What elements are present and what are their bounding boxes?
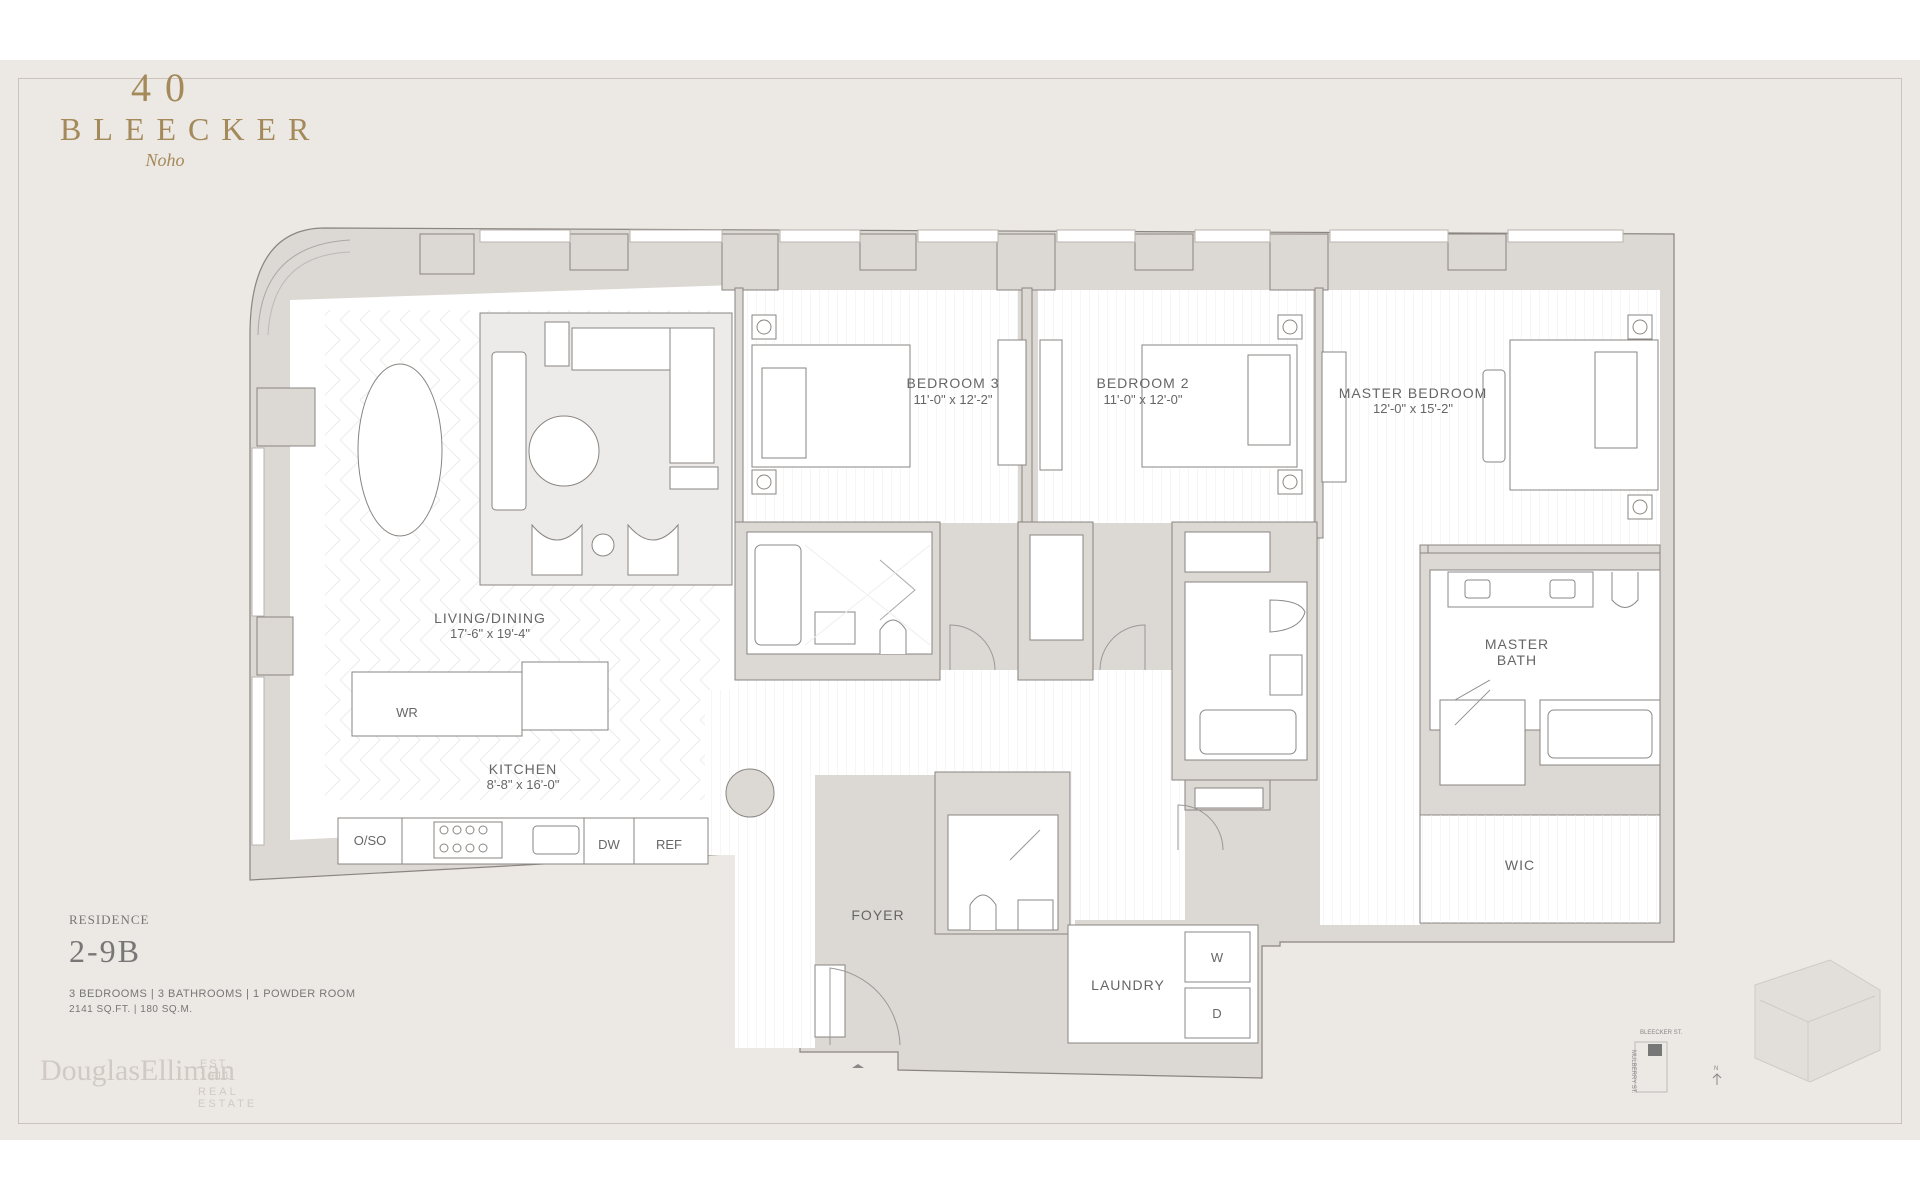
wine-fridge-label: WR	[396, 705, 418, 720]
keyplan-north: N	[1714, 1066, 1718, 1072]
wic-label: WIC	[1505, 857, 1535, 873]
brand-neighborhood: Noho	[145, 150, 185, 170]
toilet-icon	[879, 619, 907, 654]
window-piers	[256, 233, 1507, 676]
living-dims: 17'-6" x 19'-4"	[450, 626, 530, 641]
sink-icon	[1269, 654, 1303, 696]
sink-icon	[532, 825, 580, 855]
living-furniture	[351, 312, 775, 818]
bedroom3-name: BEDROOM 3	[906, 375, 999, 391]
living-name: LIVING/DINING	[434, 610, 546, 626]
windows	[251, 229, 1624, 846]
washer-label: W	[1211, 950, 1224, 965]
bathtub	[1199, 709, 1297, 755]
room-labels: BEDROOM 3 11'-0" x 12'-2" BEDROOM 2 11'-…	[434, 375, 1549, 993]
entry-arrow-icon	[852, 1064, 864, 1068]
master-bedroom-name: MASTER BEDROOM	[1339, 385, 1488, 401]
foyer-label: FOYER	[851, 907, 904, 923]
toilet-icon	[1611, 572, 1639, 608]
bedroom2-closet	[1017, 521, 1094, 681]
broker-est: EST. 1911	[200, 1058, 232, 1082]
residence-rooms-summary: 3 BEDROOMS | 3 BATHROOMS | 1 POWDER ROOM	[69, 988, 356, 1000]
building-sketch-icon	[1754, 959, 1881, 1083]
north-arrow-icon	[1712, 1073, 1722, 1085]
broker-sub: REAL ESTATE	[198, 1086, 258, 1110]
master-bath-label-2: BATH	[1497, 652, 1537, 668]
beds	[751, 339, 1659, 491]
key-plan: BLEECKER ST. MULBERRY ST. N	[1630, 1030, 1722, 1094]
fixture-labels: WR O/SO DW REF W D	[354, 705, 1224, 1021]
bedroom3-dims: 11'-0" x 12'-2"	[914, 392, 993, 407]
sink-icon	[814, 611, 856, 645]
bedroom3-bath	[734, 521, 941, 681]
dryer	[1184, 987, 1251, 1039]
living-bay-wall	[257, 239, 351, 336]
master-bedroom-dims: 12'-0" x 15'-2"	[1373, 401, 1453, 416]
kitchen-counter	[337, 817, 709, 865]
bedroom2-dims: 11'-0" x 12'-0"	[1104, 392, 1183, 407]
toilet-icon	[1269, 599, 1306, 633]
bathtub	[754, 544, 802, 646]
oven-label: O/SO	[354, 833, 387, 848]
bathtub	[1547, 709, 1653, 759]
toilet-icon	[969, 894, 997, 930]
laundry-room	[1067, 924, 1259, 1044]
master-hall-pattern	[1320, 545, 1420, 925]
laundry-label: LAUNDRY	[1091, 977, 1165, 993]
sheet-border	[18, 78, 1902, 1124]
master-bath-label-1: MASTER	[1485, 636, 1549, 652]
brand-number: 40	[131, 65, 199, 110]
residence-info: RESIDENCE 2-9B 3 BEDROOMS | 3 BATHROOMS …	[69, 912, 356, 1015]
door-swings	[949, 624, 1491, 861]
nightstands	[751, 314, 1653, 520]
cooktop	[433, 821, 503, 859]
keyplan-street-side: MULBERRY ST.	[1630, 1050, 1636, 1094]
brand-name: BLEECKER	[60, 111, 322, 147]
kitchen-dims: 8'-8" x 16'-0"	[487, 777, 560, 792]
walk-in-closet	[1419, 814, 1661, 924]
residence-number: 2-9B	[69, 933, 141, 969]
center-bath	[1171, 521, 1318, 811]
keyplan-street-top: BLEECKER ST.	[1640, 1030, 1683, 1036]
dishwasher-label: DW	[598, 837, 620, 852]
residence-area: 2141 SQ.FT. | 180 SQ.M.	[69, 1004, 193, 1015]
dryer-label: D	[1212, 1006, 1221, 1021]
sink-icon	[1017, 899, 1054, 931]
brand-logo: 40 BLEECKER Noho	[60, 65, 322, 172]
washer	[1184, 931, 1251, 983]
fridge-label: REF	[656, 837, 682, 852]
broker-watermark: DouglasElliman EST. 1911 REAL ESTATE	[40, 1054, 254, 1111]
living-bay-line	[267, 251, 351, 336]
entry-area	[814, 964, 901, 1068]
bedroom2-name: BEDROOM 2	[1096, 375, 1189, 391]
residence-label: RESIDENCE	[69, 912, 150, 927]
broker-name: DouglasElliman	[40, 1054, 235, 1087]
kitchen-name: KITCHEN	[489, 761, 557, 777]
powder-room	[934, 771, 1071, 935]
master-bath	[1419, 552, 1661, 816]
